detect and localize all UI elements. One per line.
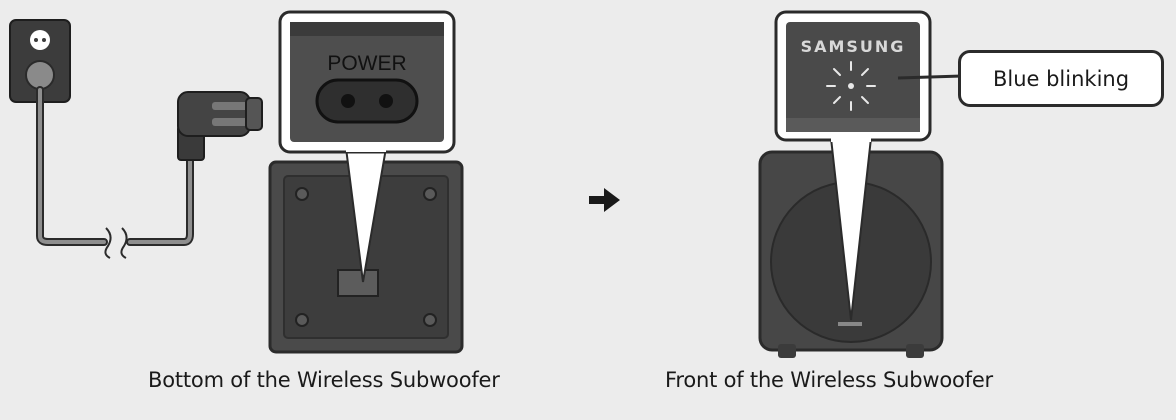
power-cable [36, 86, 194, 246]
power-port-label: POWER [327, 52, 406, 75]
wall-outlet-icon [9, 19, 71, 103]
right-arrow-icon [589, 188, 620, 212]
front-led-zoom: SAMSUNG [774, 10, 932, 142]
power-port-zoom: POWER [278, 10, 456, 154]
power-socket-icon [315, 78, 419, 124]
brand-logo: SAMSUNG [801, 37, 906, 56]
front-caption: Front of the Wireless Subwoofer [665, 368, 993, 392]
blinking-led-icon [826, 61, 876, 111]
status-callout: Blue blinking [958, 50, 1164, 107]
bottom-caption: Bottom of the Wireless Subwoofer [148, 368, 500, 392]
angled-power-plug-icon [177, 91, 263, 161]
status-callout-text: Blue blinking [992, 66, 1130, 91]
